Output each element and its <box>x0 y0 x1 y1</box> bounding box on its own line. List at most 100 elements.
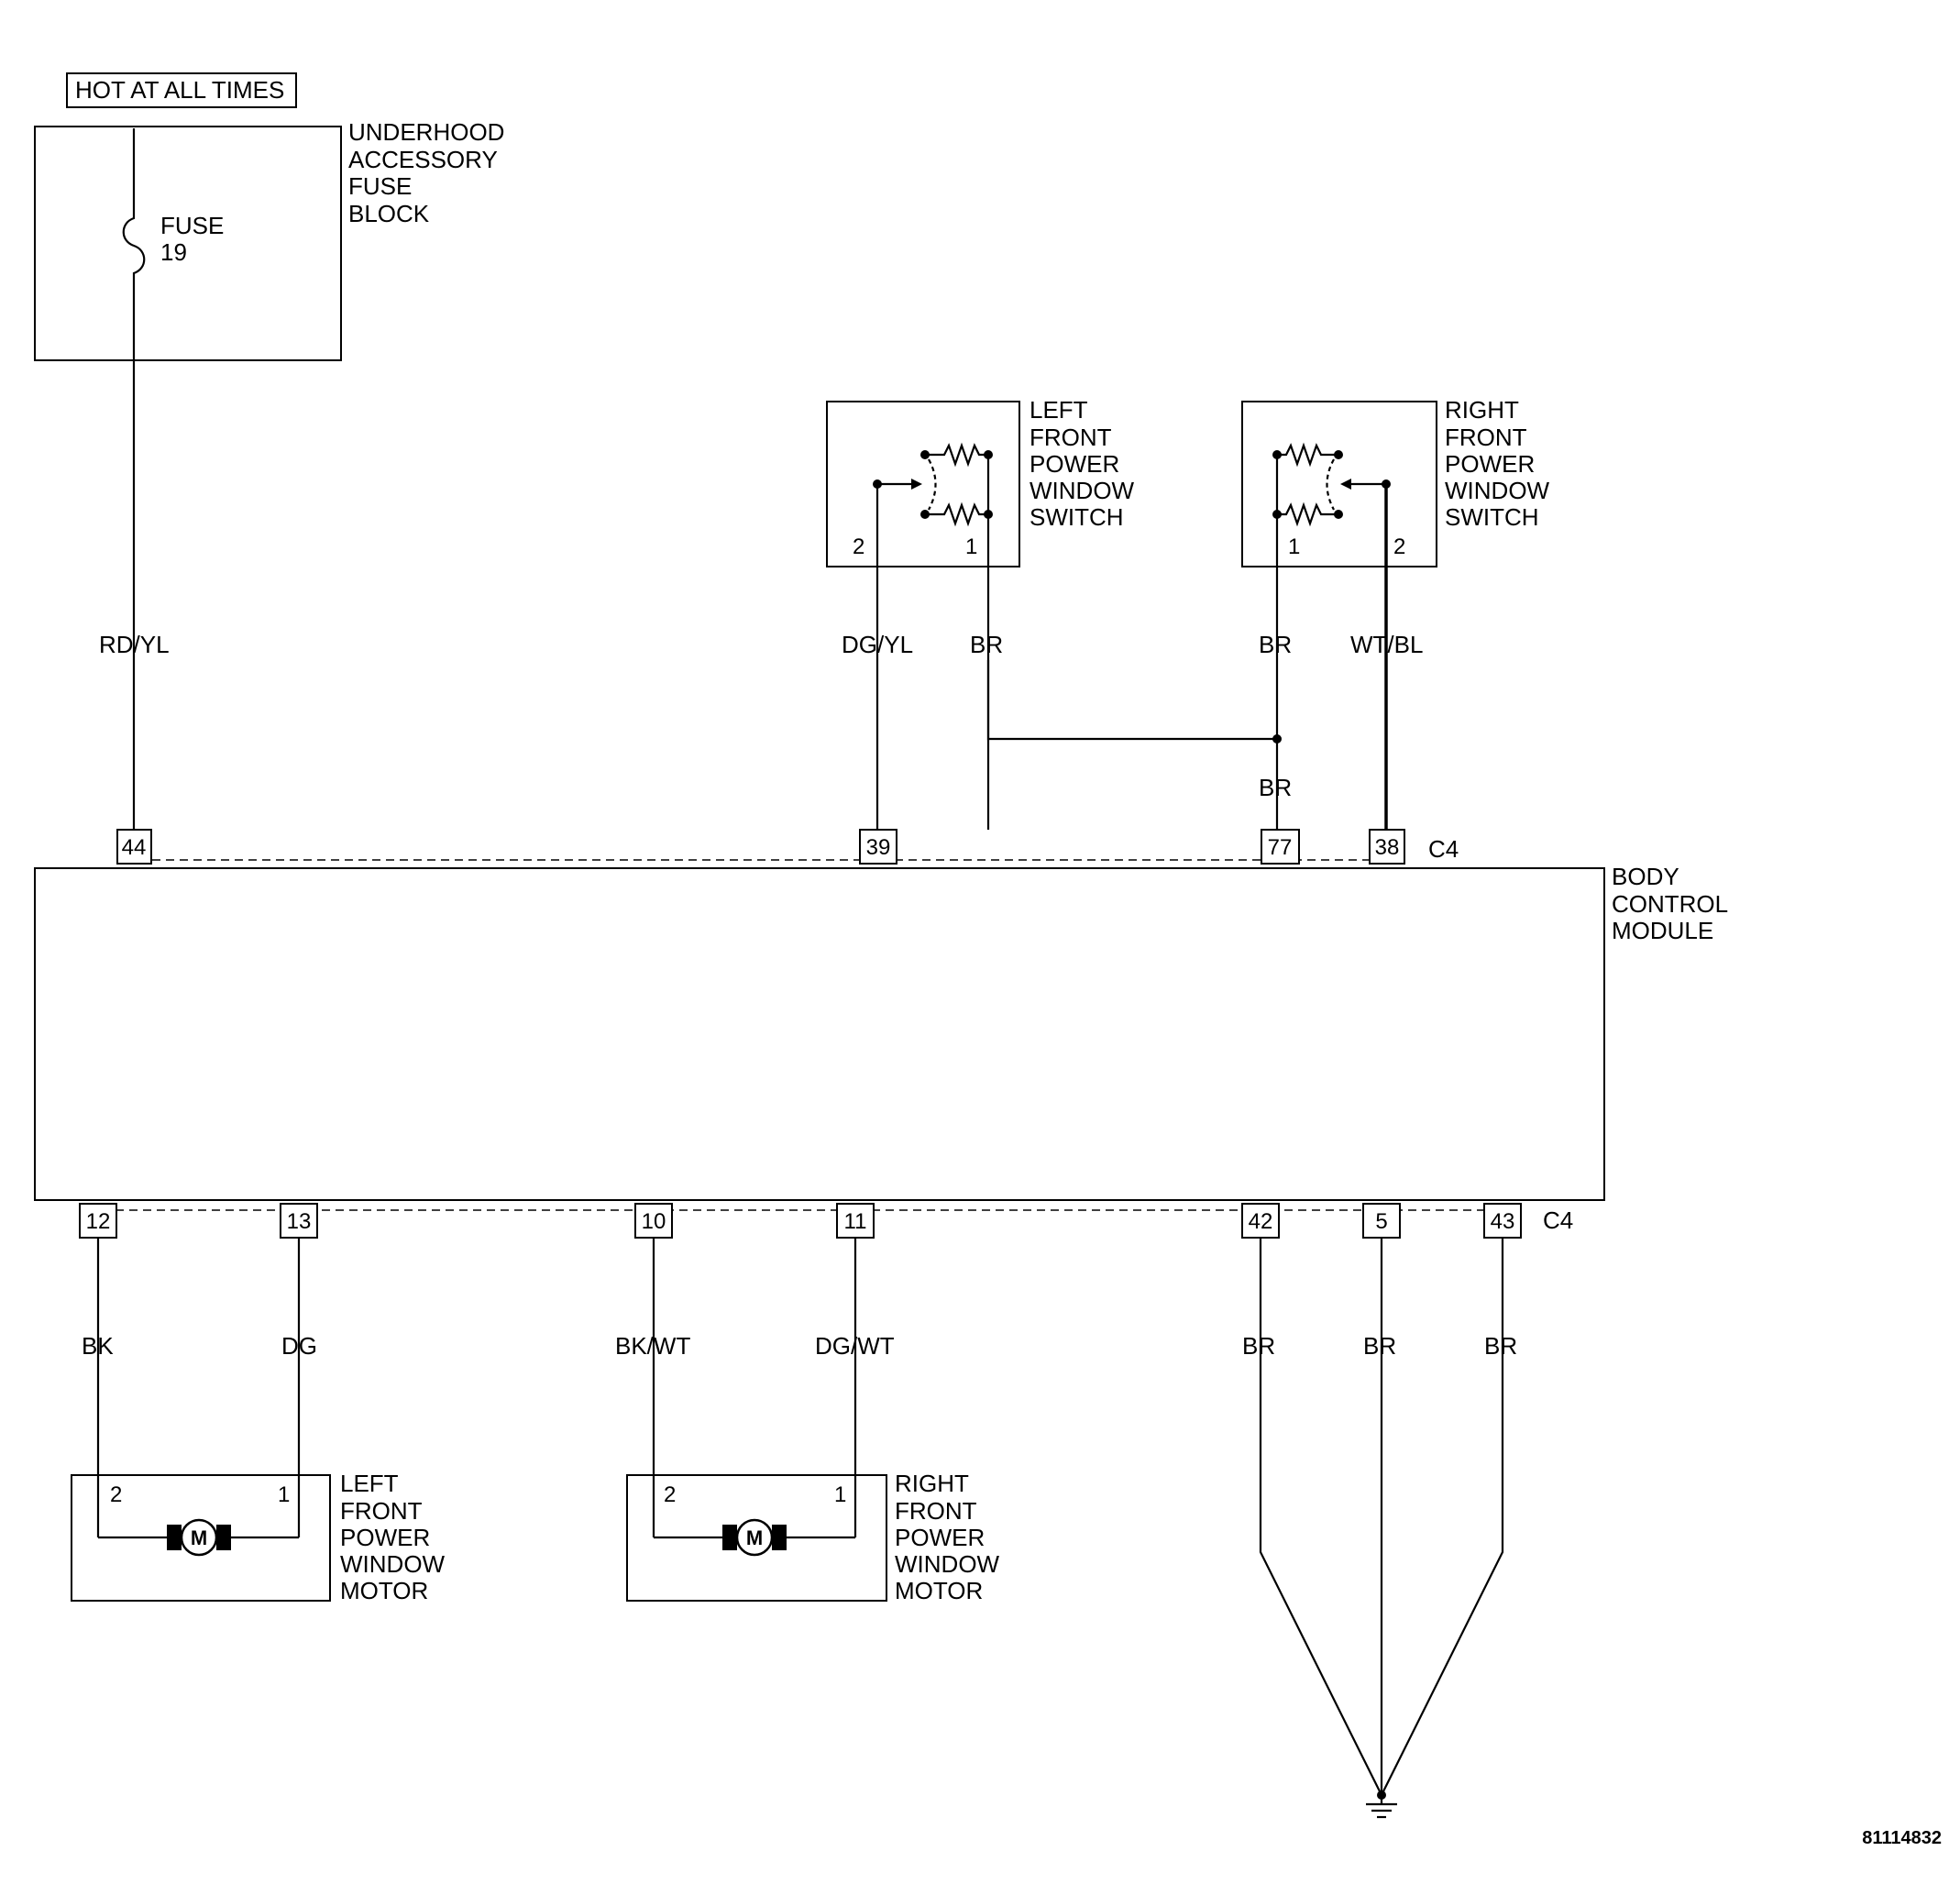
right-switch-name-line-2: FRONT <box>1445 424 1527 451</box>
left-switch-name-line-3: POWER <box>1030 450 1119 478</box>
wire-label-br-left-switch: BR <box>970 631 1003 658</box>
fuse-block-name-line-4: BLOCK <box>348 200 430 227</box>
body-control-module: BODY CONTROL MODULE C4 C4 44 39 77 38 12 <box>34 829 1728 1239</box>
fuse-block-name-line-3: FUSE <box>348 172 412 200</box>
right-motor-icon <box>735 1518 774 1557</box>
svg-text:44: 44 <box>122 835 147 860</box>
right-switch-name-line-1: RIGHT <box>1445 396 1519 424</box>
bcm-name-line-1: BODY <box>1612 863 1679 890</box>
underhood-accessory-fuse-block: UNDERHOOD ACCESSORY FUSE BLOCK FUSE 19 <box>34 118 504 361</box>
right-motor-name-line-2: FRONT <box>895 1497 977 1525</box>
right-switch-name-line-4: WINDOW <box>1445 477 1550 504</box>
figure-code: 81114832 <box>1862 1828 1942 1848</box>
right-switch-contacts <box>1272 442 1391 527</box>
left-motor-name-line-1: LEFT <box>340 1470 399 1497</box>
right-switch-name-line-3: POWER <box>1445 450 1535 478</box>
bcm-pin-10: 10 <box>634 1203 673 1239</box>
left-motor-pin-2: 2 <box>110 1482 122 1507</box>
left-switch-name-line-5: SWITCH <box>1030 503 1124 531</box>
svg-text:38: 38 <box>1375 835 1400 860</box>
wire-label-dg-wt: DG/WT <box>815 1332 895 1360</box>
bcm-connector-top-label: C4 <box>1428 835 1459 863</box>
right-motor-name-line-3: POWER <box>895 1524 985 1551</box>
left-switch-name-line-1: LEFT <box>1030 396 1088 424</box>
left-motor-pin-1: 1 <box>278 1482 290 1507</box>
left-motor-symbol: M <box>191 1526 207 1549</box>
left-switch-pin-1: 1 <box>965 534 977 559</box>
wire-label-wt-bl: WT/BL <box>1350 631 1423 658</box>
left-switch-pin-2: 2 <box>853 534 864 559</box>
wire-label-br-splice: BR <box>1259 774 1292 801</box>
svg-text:42: 42 <box>1249 1209 1273 1234</box>
svg-text:43: 43 <box>1491 1209 1515 1234</box>
left-switch-contacts <box>873 442 993 527</box>
right-motor-brush-b <box>772 1525 787 1550</box>
left-motor-brush-a <box>167 1525 182 1550</box>
left-switch-name-line-2: FRONT <box>1030 424 1112 451</box>
bcm-pin-5: 5 <box>1362 1203 1401 1239</box>
bcm-pin-77: 77 <box>1261 829 1300 865</box>
bcm-pin-43: 43 <box>1483 1203 1522 1239</box>
wire-label-dg-yl: DG/YL <box>842 631 913 658</box>
fuse-label: FUSE <box>160 212 224 239</box>
right-motor-pin-1: 1 <box>834 1482 846 1507</box>
splice-point <box>1272 734 1282 744</box>
bcm-pin-12: 12 <box>79 1203 117 1239</box>
right-motor-brush-a <box>722 1525 737 1550</box>
bcm-name-line-3: MODULE <box>1612 917 1713 944</box>
svg-text:10: 10 <box>642 1209 666 1234</box>
bcm-pin-11: 11 <box>836 1203 875 1239</box>
right-motor-pin-2: 2 <box>664 1482 676 1507</box>
bcm-pin-44: 44 <box>116 829 152 865</box>
hot-at-all-times-label: HOT AT ALL TIMES <box>66 72 297 108</box>
left-motor-brush-b <box>216 1525 231 1550</box>
right-switch-name-line-5: SWITCH <box>1445 503 1539 531</box>
left-switch-name-line-4: WINDOW <box>1030 477 1135 504</box>
wire-br-splice-jumper <box>986 660 1277 741</box>
svg-text:39: 39 <box>866 835 891 860</box>
wire-label-bk: BK <box>82 1332 114 1360</box>
left-motor-name-line-5: MOTOR <box>340 1577 428 1604</box>
fuse-block-name-line-1: UNDERHOOD <box>348 118 504 146</box>
svg-text:77: 77 <box>1268 835 1293 860</box>
wire-label-br-ground-3: BR <box>1484 1332 1517 1360</box>
left-motor-name-line-3: POWER <box>340 1524 430 1551</box>
bcm-pin-13: 13 <box>280 1203 318 1239</box>
wire-br-ground-1 <box>1259 1238 1382 1796</box>
svg-text:13: 13 <box>287 1209 312 1234</box>
left-motor-name-line-2: FRONT <box>340 1497 423 1525</box>
wire-label-rd-yl: RD/YL <box>99 631 170 658</box>
right-front-power-window-motor: RIGHT FRONT POWER WINDOW MOTOR 2 1 M <box>626 1470 1000 1604</box>
wire-label-bk-wt: BK/WT <box>615 1332 690 1360</box>
right-front-power-window-switch: RIGHT FRONT POWER WINDOW SWITCH 1 2 <box>1241 396 1550 830</box>
wire-br-ground-3 <box>1381 1238 1504 1796</box>
left-motor-icon <box>180 1518 218 1557</box>
right-switch-pin-2: 2 <box>1393 534 1405 559</box>
bcm-pin-39: 39 <box>859 829 897 865</box>
fuse-symbol <box>122 128 146 360</box>
right-switch-pin-1: 1 <box>1288 534 1300 559</box>
left-front-power-window-motor: LEFT FRONT POWER WINDOW MOTOR 2 1 M <box>71 1470 446 1604</box>
wire-label-br-ground-2: BR <box>1363 1332 1396 1360</box>
fuse-number: 19 <box>160 238 187 266</box>
left-motor-name-line-4: WINDOW <box>340 1550 446 1578</box>
right-motor-name-line-4: WINDOW <box>895 1550 1000 1578</box>
right-motor-symbol: M <box>746 1526 763 1549</box>
wire-label-br-ground-1: BR <box>1242 1332 1275 1360</box>
fuse-block-name-line-2: ACCESSORY <box>348 146 498 173</box>
right-motor-name-line-1: RIGHT <box>895 1470 969 1497</box>
svg-text:11: 11 <box>844 1209 867 1234</box>
bcm-name-line-2: CONTROL <box>1612 890 1728 918</box>
svg-text:5: 5 <box>1375 1209 1387 1234</box>
bcm-pin-38: 38 <box>1369 829 1405 865</box>
svg-text:12: 12 <box>86 1209 111 1234</box>
ground-icon <box>1366 1790 1397 1819</box>
wire-label-dg: DG <box>281 1332 317 1360</box>
wire-label-br-right-switch: BR <box>1259 631 1292 658</box>
left-front-power-window-switch: LEFT FRONT POWER WINDOW SWITCH 2 1 <box>826 396 1135 830</box>
bcm-pin-42: 42 <box>1241 1203 1280 1239</box>
bcm-connector-bottom-label: C4 <box>1543 1206 1573 1234</box>
right-motor-name-line-5: MOTOR <box>895 1577 983 1604</box>
hot-label-text: HOT AT ALL TIMES <box>75 76 284 104</box>
